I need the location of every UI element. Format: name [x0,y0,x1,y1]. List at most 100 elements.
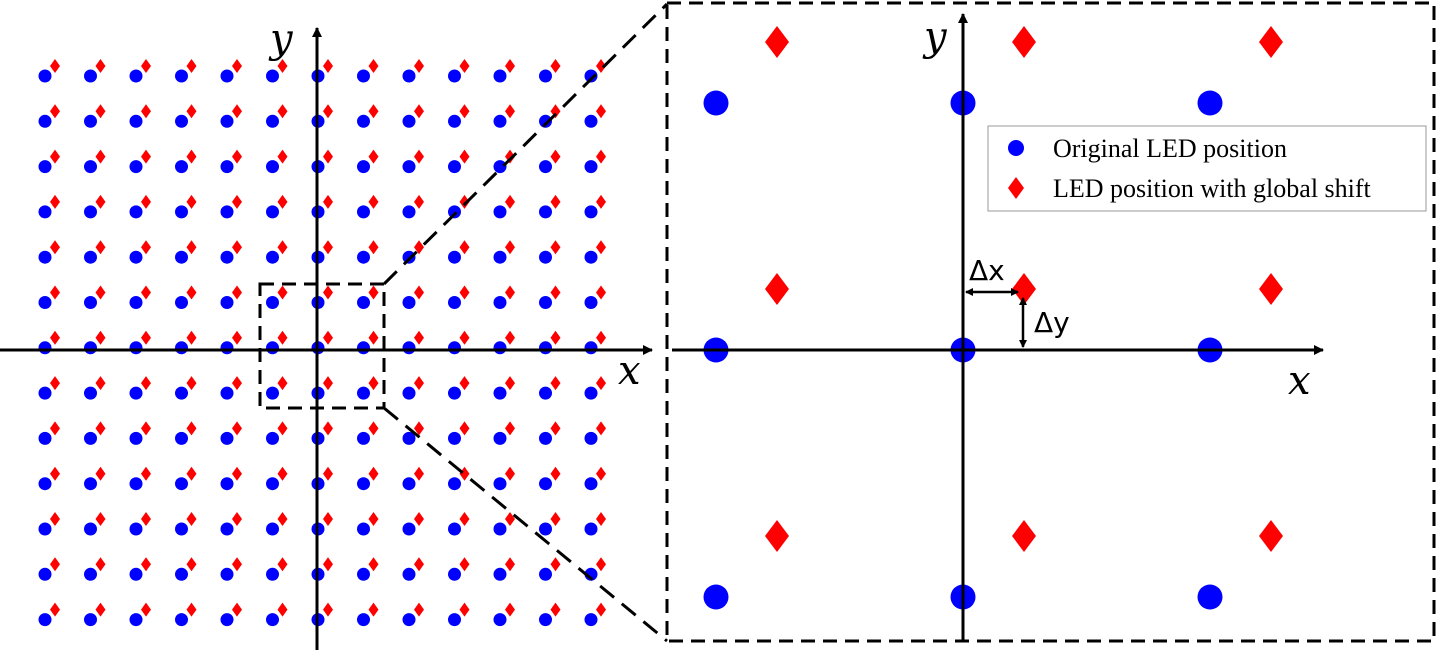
original-led-marker [539,114,552,128]
shifted-led-marker [141,376,151,391]
original-led-marker [357,477,370,491]
original-led-marker [84,386,97,400]
original-led-marker [448,341,461,355]
original-led-marker [584,386,598,400]
shifted-led-marker [141,149,151,164]
shifted-led-marker [323,421,333,436]
shifted-led-marker [95,512,106,526]
original-led-marker [448,613,461,627]
original-led-marker [129,477,143,491]
original-led-marker [448,522,461,536]
shifted-led-marker [277,240,288,255]
shifted-led-marker [95,330,106,345]
original-led-marker [539,296,552,309]
shifted-led-marker [50,466,60,481]
original-led-marker [84,613,97,627]
shifted-led-marker [459,194,470,209]
shifted-led-marker [459,240,470,255]
original-led-marker [402,386,416,400]
shifted-led-marker [414,602,424,617]
shifted-led-marker [50,602,60,617]
original-led-marker [220,250,234,264]
shifted-led-marker [95,376,106,391]
shifted-led-marker [1012,520,1036,552]
shifted-led-marker [459,104,470,119]
original-led-marker [38,613,52,627]
shifted-led-marker [596,194,606,209]
original-led-marker [357,431,370,445]
original-led-marker [493,160,507,174]
zoom-x-label: x [1288,358,1311,404]
shifted-led-marker [323,194,333,209]
original-led-marker [402,205,416,219]
delta-x-label: Δx [969,254,1005,287]
shifted-led-marker [1012,26,1036,58]
original-led-marker [220,477,234,491]
original-led-marker [129,69,143,83]
shifted-led-marker [232,240,242,255]
shifted-led-marker [277,285,288,300]
original-led-marker [539,250,552,264]
original-led-marker [357,114,370,128]
original-led-marker [357,567,370,581]
shifted-led-marker [414,149,424,164]
original-led-marker [175,567,188,581]
original-led-marker [38,296,52,309]
original-led-marker [84,114,97,128]
original-led-marker [584,522,598,536]
shifted-led-marker [596,421,606,436]
overview-panel: x y [0,16,653,650]
original-led-marker [448,296,461,309]
shifted-led-marker [368,59,379,73]
shifted-led-marker [414,59,424,73]
original-led-marker [266,567,279,581]
original-led-marker [584,341,598,355]
original-led-marker [84,160,97,174]
shifted-led-marker [414,330,424,345]
shifted-led-marker [95,602,106,617]
original-led-marker [129,522,143,536]
original-led-marker [175,522,188,536]
original-led-marker [584,296,598,309]
original-led-marker [220,160,234,174]
shifted-led-marker [459,557,470,572]
shifted-led-marker [232,104,242,119]
legend-shifted-label: LED position with global shift [1053,174,1372,203]
shifted-led-marker [277,330,288,345]
original-led-marker [38,205,52,219]
shifted-led-marker [1259,520,1283,552]
shifted-led-marker [368,149,379,164]
shifted-led-marker [95,149,106,164]
overview-x-label: x [618,348,641,394]
shifted-led-marker [505,240,515,255]
original-led-marker [84,296,97,309]
shifted-led-marker [459,421,470,436]
original-led-marker [129,114,143,128]
shifted-led-marker [596,240,606,255]
shifted-led-marker [550,285,561,300]
shifted-led-marker [368,376,379,391]
shifted-led-marker [186,421,197,436]
shifted-led-marker [368,240,379,255]
shifted-led-marker [186,285,197,300]
shifted-led-marker [368,602,379,617]
original-led-marker [584,477,598,491]
shifted-led-marker [414,421,424,436]
original-led-marker [493,477,507,491]
legend-box [987,125,1427,212]
original-led-marker [493,386,507,400]
shifted-led-marker [323,512,333,526]
original-led-marker [402,477,416,491]
shifted-led-marker [414,194,424,209]
shifted-led-marker [596,104,606,119]
shifted-led-marker [550,466,561,481]
original-led-marker [84,522,97,536]
shifted-led-marker [505,104,515,119]
shifted-led-marker [186,376,197,391]
shifted-led-marker [186,330,197,345]
shifted-led-marker [368,512,379,526]
shifted-led-marker [50,421,60,436]
shifted-led-marker [550,512,561,526]
shifted-led-marker [368,285,379,300]
original-led-marker [402,613,416,627]
